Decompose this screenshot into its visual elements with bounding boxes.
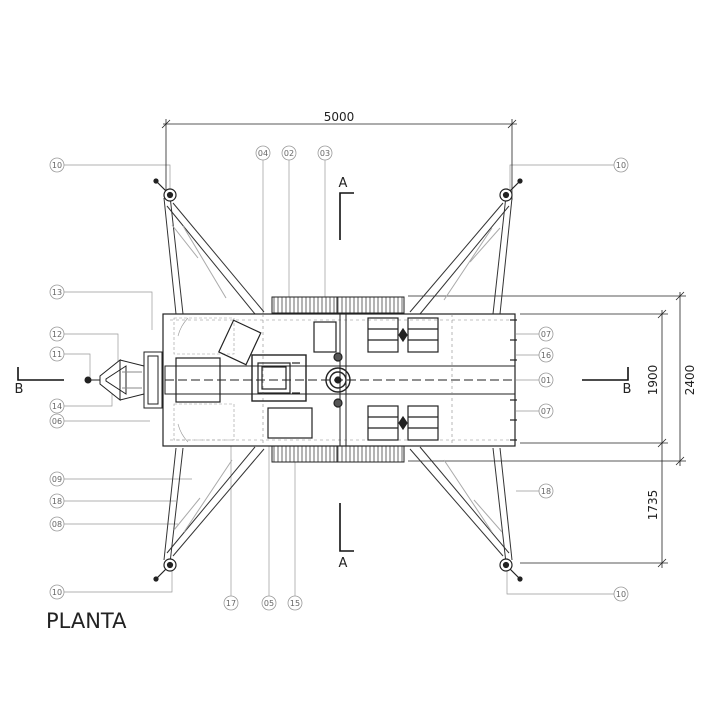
svg-text:11: 11 xyxy=(52,350,62,359)
svg-text:03: 03 xyxy=(320,149,330,158)
callout-bubble: 11 xyxy=(49,346,65,362)
callout-bubble: 12 xyxy=(49,326,65,342)
section-b-left-label: B xyxy=(15,382,24,397)
callout-bubble: 10 xyxy=(49,584,65,600)
callout-bubble: 10 xyxy=(613,586,629,602)
section-a-bottom-label: A xyxy=(339,556,348,571)
svg-text:15: 15 xyxy=(290,599,300,608)
svg-text:07: 07 xyxy=(541,330,551,339)
svg-text:06: 06 xyxy=(52,417,62,426)
dim-inner-width: 1900 xyxy=(646,365,660,396)
svg-text:08: 08 xyxy=(52,520,62,529)
svg-text:10: 10 xyxy=(616,590,626,599)
callout-bubble: 18 xyxy=(49,493,65,509)
dim-leg-offset: 1735 xyxy=(646,490,660,521)
svg-text:14: 14 xyxy=(52,402,62,411)
callout-bubble: 01 xyxy=(538,372,554,388)
stabilizer-feet xyxy=(153,178,523,582)
callout-bubbles: 10 10 10 10 04 02 03 13 12 11 14 06 09 1… xyxy=(49,145,629,611)
callout-bubble: 15 xyxy=(287,595,303,611)
callout-bubble: 06 xyxy=(49,413,65,429)
drawing-title: PLANTA xyxy=(46,609,127,633)
svg-text:12: 12 xyxy=(52,330,62,339)
svg-text:16: 16 xyxy=(541,351,551,360)
grating-panels xyxy=(271,296,405,463)
callout-bubble: 13 xyxy=(49,284,65,300)
svg-text:17: 17 xyxy=(226,599,236,608)
truss-arms xyxy=(163,195,513,564)
svg-text:18: 18 xyxy=(52,497,62,506)
dim-outer-width: 2400 xyxy=(683,365,697,396)
callout-bubble: 09 xyxy=(49,471,65,487)
svg-text:01: 01 xyxy=(541,376,551,385)
section-markers xyxy=(17,192,629,552)
svg-text:04: 04 xyxy=(258,149,268,158)
section-b-right-label: B xyxy=(623,382,632,397)
trailer-chassis xyxy=(162,313,517,447)
callout-bubble: 03 xyxy=(317,145,333,161)
callout-bubble: 17 xyxy=(223,595,239,611)
svg-text:05: 05 xyxy=(264,599,274,608)
svg-text:13: 13 xyxy=(52,288,62,297)
dim-overall-width: 5000 xyxy=(324,110,355,124)
dimension-lines xyxy=(161,119,686,568)
svg-text:09: 09 xyxy=(52,475,62,484)
svg-text:10: 10 xyxy=(616,161,626,170)
callout-bubble: 14 xyxy=(49,398,65,414)
callout-bubble: 07 xyxy=(538,326,554,342)
section-a-top-label: A xyxy=(339,176,348,191)
callout-bubble: 18 xyxy=(538,483,554,499)
callout-bubble: 10 xyxy=(613,157,629,173)
callout-bubble: 08 xyxy=(49,516,65,532)
callout-bubble: 16 xyxy=(538,347,554,363)
svg-text:18: 18 xyxy=(541,487,551,496)
callout-bubble: 07 xyxy=(538,403,554,419)
svg-text:02: 02 xyxy=(284,149,294,158)
callout-bubble: 10 xyxy=(49,157,65,173)
leader-lines xyxy=(64,153,622,603)
callout-bubble: 05 xyxy=(261,595,277,611)
svg-text:10: 10 xyxy=(52,161,62,170)
svg-text:10: 10 xyxy=(52,588,62,597)
callout-bubble: 02 xyxy=(281,145,297,161)
callout-bubble: 04 xyxy=(255,145,271,161)
svg-text:07: 07 xyxy=(541,407,551,416)
drawbar-hitch xyxy=(84,351,163,409)
